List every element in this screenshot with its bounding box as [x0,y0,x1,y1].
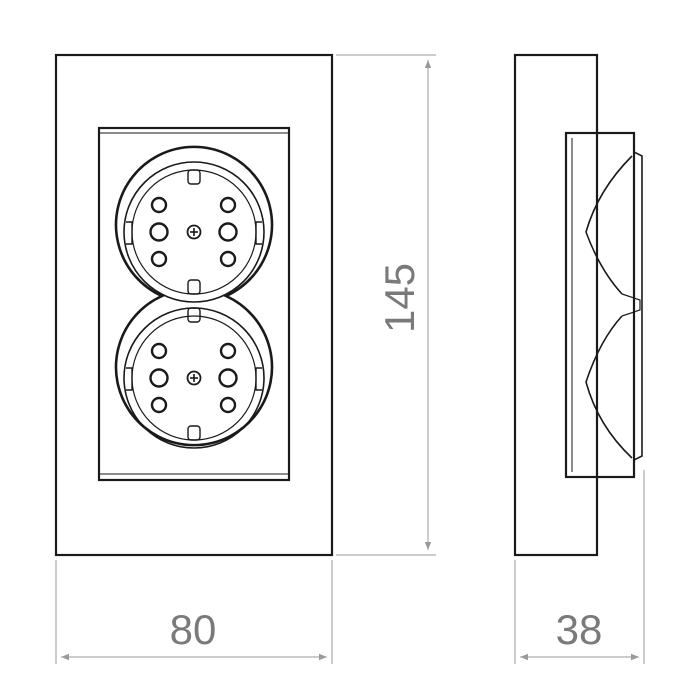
upper-hole-right-mid [218,222,238,242]
lower-hole-right-mid [218,368,238,388]
lower-socket [123,307,265,449]
lower-side-notch-right [255,367,262,391]
upper-socket-rim [123,161,265,303]
width-dimension: 80 [55,560,333,664]
upper-earth-clip-bottom [187,279,201,295]
upper-hole-left-mid [149,222,169,242]
width-label: 80 [170,606,217,653]
height-label: 145 [376,263,423,333]
upper-side-notch-right [255,221,262,245]
lower-hole-left-bottom [150,396,168,414]
lower-hole-left-top [150,342,168,360]
lower-side-notch-left [126,367,133,391]
depth-dimension: 38 [514,470,645,664]
lower-hole-right-top [219,342,237,360]
inner-opening [97,126,291,482]
upper-hole-right-top [219,196,237,214]
upper-earth-clip-top [187,169,201,185]
outer-frame [54,53,334,557]
height-dimension: 145 [336,54,436,556]
front-view: 145 80 [54,53,436,664]
lower-center-screw [186,370,202,386]
lower-hole-left-mid [149,368,169,388]
side-insert-body [564,131,636,479]
socket-insert-outline [114,145,274,447]
side-insert-cap [633,151,643,461]
lower-hole-right-bottom [219,396,237,414]
side-plate [513,53,599,557]
lower-earth-clip-bottom [187,425,201,441]
side-profile-lower [585,315,633,459]
upper-center-screw [186,224,202,240]
depth-label: 38 [556,606,603,653]
upper-hole-left-top [150,196,168,214]
lower-earth-clip-top [187,307,201,323]
upper-side-notch-left [126,221,133,245]
upper-hole-right-bottom [219,250,237,268]
side-profile-upper [585,155,633,295]
side-view: 38 [513,53,645,664]
upper-hole-left-bottom [150,250,168,268]
side-profile-waist [621,293,641,317]
upper-socket [123,161,265,303]
